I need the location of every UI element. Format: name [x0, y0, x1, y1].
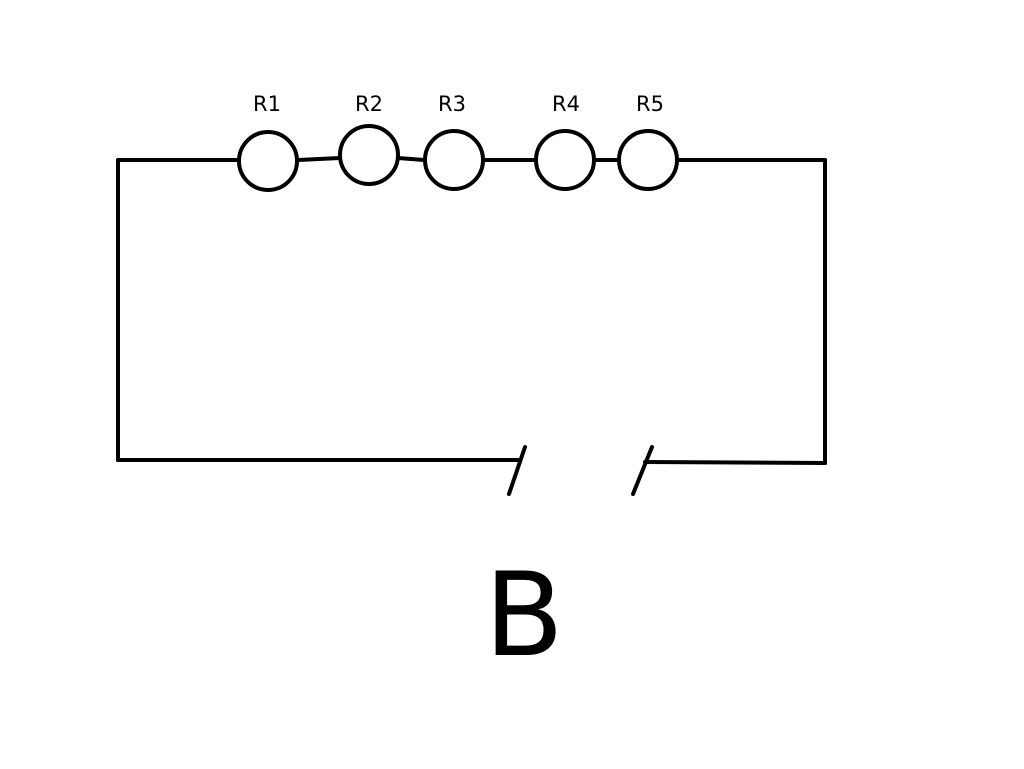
top-wire	[116, 156, 827, 162]
battery-terminal-right	[631, 445, 654, 496]
diagram-label: B	[484, 548, 564, 683]
resistor-label: R2	[355, 92, 383, 116]
resistor-label: R1	[253, 92, 281, 116]
resistor-r3: R3	[423, 92, 485, 191]
resistor-label: R5	[636, 92, 664, 116]
resistor-r5: R5	[617, 92, 679, 191]
resistor-r4: R4	[534, 92, 596, 191]
resistor-r1: R1	[237, 92, 299, 192]
battery	[507, 445, 654, 496]
bulb-icon	[423, 129, 485, 191]
resistor-label: R4	[552, 92, 580, 116]
resistor-label: R3	[438, 92, 466, 116]
battery-terminal-left	[507, 445, 527, 496]
bulb-icon	[534, 129, 596, 191]
bulb-icon	[237, 130, 299, 192]
bulb-icon	[617, 129, 679, 191]
bulb-icon	[338, 124, 400, 186]
bottom-right-wire	[643, 460, 827, 465]
resistor-r2: R2	[338, 92, 400, 186]
